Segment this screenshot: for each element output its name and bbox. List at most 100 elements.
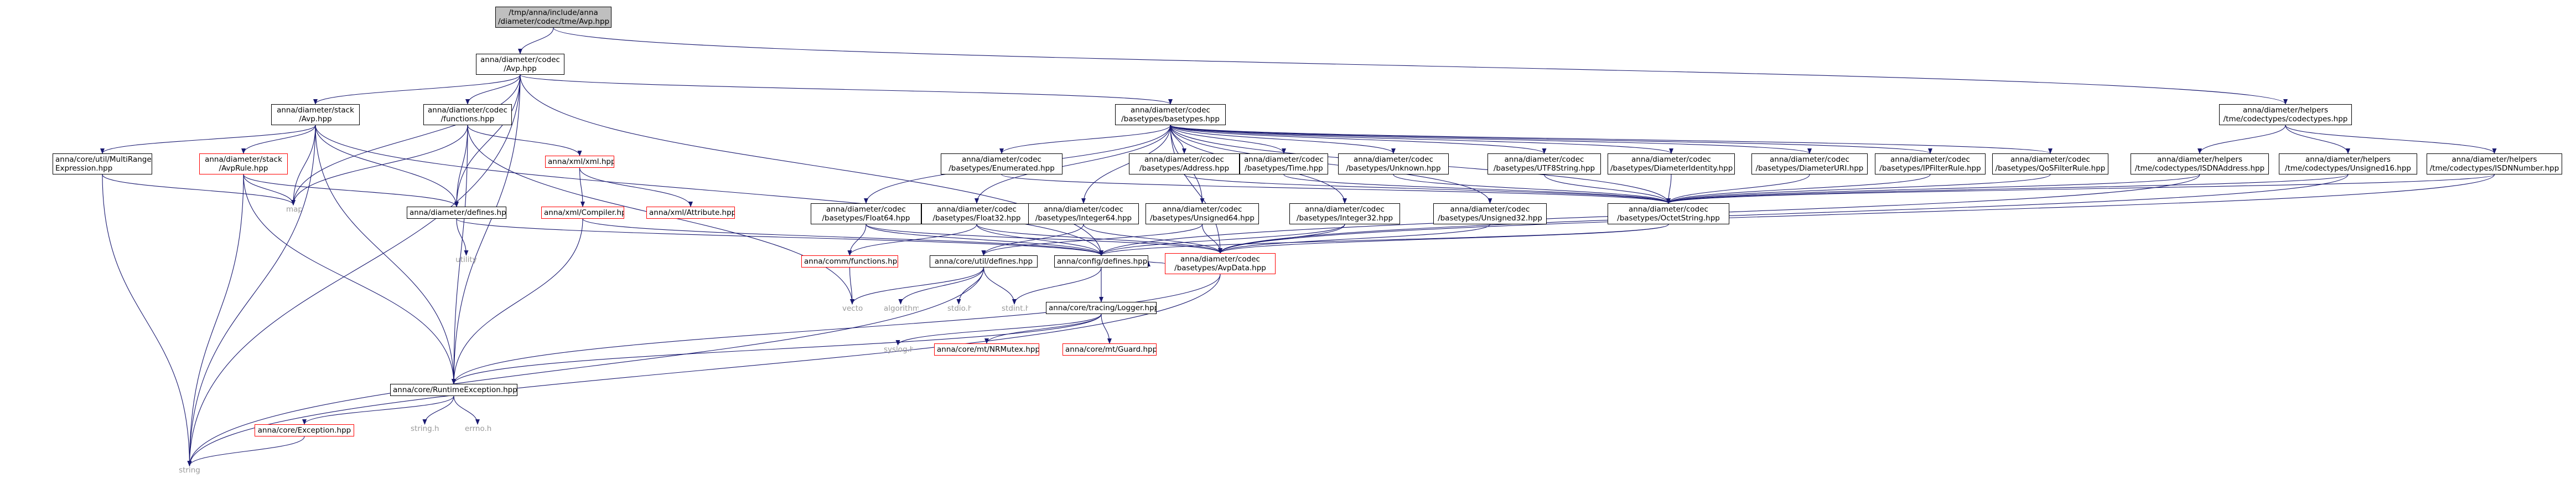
node-address[interactable]: anna/diameter/codec/basetypes/Address.hp…	[1129, 153, 1240, 174]
node-nrmutex[interactable]: anna/core/mt/NRMutex.hpp	[934, 343, 1039, 356]
node-errno-h[interactable]: errno.h	[464, 424, 491, 435]
node-diameter-defines[interactable]: anna/diameter/defines.hpp	[407, 207, 506, 219]
edge-basetypes-to-float32	[975, 125, 1171, 204]
node-exception[interactable]: anna/core/Exception.hpp	[255, 424, 354, 436]
edge-root-to-codec_avp	[518, 27, 554, 54]
node-utility[interactable]: utility	[454, 255, 479, 266]
edge-defines-to-config_defines	[456, 218, 1103, 256]
edge-isdnaddress-to-octetstring	[1666, 174, 2200, 204]
node-vector[interactable]: vector	[841, 304, 863, 315]
edge-unsigned16-to-avpdata	[1218, 174, 2349, 254]
node-utf8string[interactable]: anna/diameter/codec/basetypes/UTF8String…	[1487, 153, 1601, 174]
node-string-h[interactable]: string.h	[410, 424, 440, 435]
node-integer64[interactable]: anna/diameter/codec/basetypes/Integer64.…	[1028, 203, 1139, 224]
edge-logger-to-syslog	[895, 314, 1102, 346]
node-integer32[interactable]: anna/diameter/codec/basetypes/Integer32.…	[1289, 203, 1400, 224]
node-xml-xml[interactable]: anna/xml/xml.hpp	[545, 156, 614, 168]
node-label-line: /basetypes/DiameterIdentity.hpp	[1610, 164, 1733, 173]
node-label-line: anna/config/defines.hpp	[1057, 257, 1148, 266]
edge-octetstring-to-config_defines	[1099, 224, 1669, 256]
node-ipfilterrule[interactable]: anna/diameter/codec/basetypes/IPFilterRu…	[1875, 153, 1986, 174]
node-label-line: /basetypes/IPFilterRule.hpp	[1879, 164, 1981, 173]
edge-helpers_codectypes-to-unsigned16	[2285, 125, 2350, 154]
node-comm-functions[interactable]: anna/comm/functions.hpp	[801, 255, 898, 268]
node-basetypes[interactable]: anna/diameter/codec/basetypes/basetypes.…	[1115, 104, 1226, 125]
node-diameteridentity[interactable]: anna/diameter/codec/basetypes/DiameterId…	[1608, 153, 1735, 174]
edge-isdnnumber-to-octetstring	[1666, 174, 2495, 204]
node-label-line: string	[179, 466, 200, 475]
edge-layer	[100, 27, 2497, 466]
node-algorithm[interactable]: algorithm	[883, 304, 919, 315]
node-label-line: anna/core/Exception.hpp	[257, 426, 351, 435]
node-isdnnumber[interactable]: anna/diameter/helpers/tme/codectypes/ISD…	[2427, 153, 2562, 174]
edge-basetypes-to-unknown	[1170, 125, 1396, 154]
node-time[interactable]: anna/diameter/codec/basetypes/Time.hpp	[1240, 153, 1328, 174]
edge-stack_avprule-to-defines	[243, 174, 459, 207]
edge-codec_avp-to-stack_avp	[313, 74, 521, 105]
node-label-line: /basetypes/Unsigned64.hpp	[1150, 214, 1255, 223]
node-label-line: /functions.hpp	[440, 115, 495, 124]
node-float64[interactable]: anna/diameter/codec/basetypes/Float64.hp…	[811, 203, 921, 224]
edge-basetypes-to-time	[1170, 125, 1286, 154]
node-xml-compiler[interactable]: anna/xml/Compiler.hpp	[541, 207, 624, 219]
node-label-line: /Avp.hpp	[299, 115, 332, 124]
node-label-line: anna/core/mt/NRMutex.hpp	[937, 345, 1039, 354]
node-stack-avprule[interactable]: anna/diameter/stack/AvpRule.hpp	[199, 153, 288, 174]
edge-float32-to-comm_functions	[847, 224, 977, 256]
node-stdint[interactable]: stdint.h	[1001, 304, 1028, 315]
edge-basetypes-to-utf8string	[1170, 125, 1547, 154]
node-codec-functions[interactable]: anna/diameter/codec/functions.hpp	[423, 104, 512, 125]
node-qosfilterrule[interactable]: anna/diameter/codec/basetypes/QoSFilterR…	[1992, 153, 2108, 174]
node-unsigned64[interactable]: anna/diameter/codec/basetypes/Unsigned64…	[1146, 203, 1259, 224]
node-stack-avp[interactable]: anna/diameter/stack/Avp.hpp	[271, 104, 360, 125]
node-unsigned16[interactable]: anna/diameter/helpers/tme/codectypes/Uns…	[2279, 153, 2417, 174]
node-unknown[interactable]: anna/diameter/codec/basetypes/Unknown.hp…	[1338, 153, 1449, 174]
edge-codec_avp-to-defines	[454, 74, 521, 207]
node-label-line: anna/diameter/helpers	[2157, 155, 2243, 164]
edge-helpers_codectypes-to-isdnaddress	[2197, 125, 2286, 154]
node-codec-avp[interactable]: anna/diameter/codec/Avp.hpp	[476, 54, 564, 75]
edge-root-to-helpers_codectypes	[553, 27, 2288, 105]
node-label-line: anna/diameter/codec	[1144, 155, 1224, 164]
node-label-line: anna/diameter/codec	[1504, 155, 1584, 164]
edge-avpdata-to-runtimeexception	[452, 274, 1221, 384]
node-root-tme-avp[interactable]: /tmp/anna/include/anna/diameter/codec/tm…	[495, 7, 611, 28]
node-label-line: anna/xml/Attribute.hpp	[649, 208, 735, 217]
node-label-line: /basetypes/Float64.hpp	[822, 214, 910, 223]
node-xml-attribute[interactable]: anna/xml/Attribute.hpp	[646, 207, 735, 219]
edge-integer32-to-config_defines	[1099, 224, 1345, 256]
node-logger[interactable]: anna/core/tracing/Logger.hpp	[1046, 302, 1157, 314]
node-helpers-codectypes[interactable]: anna/diameter/helpers/tme/codectypes/cod…	[2219, 104, 2352, 125]
node-label-line: anna/diameter/codec	[937, 205, 1017, 214]
node-unsigned32[interactable]: anna/diameter/codec/basetypes/Unsigned32…	[1433, 203, 1547, 224]
node-label-line: anna/diameter/codec	[1631, 155, 1711, 164]
node-map[interactable]: map	[285, 205, 302, 216]
edge-float64-to-config_defines	[865, 224, 1103, 256]
edge-core_util_defines-to-stdint	[983, 267, 1017, 305]
node-runtimeexception[interactable]: anna/core/RuntimeException.hpp	[390, 384, 517, 396]
node-enumerated[interactable]: anna/diameter/codec/basetypes/Enumerated…	[941, 153, 1062, 174]
node-label-line: anna/diameter/defines.hpp	[410, 208, 506, 217]
edge-exception-to-string	[187, 436, 305, 466]
node-label-line: anna/diameter/codec	[1162, 205, 1242, 214]
edge-config_defines-to-stdint	[1012, 267, 1102, 305]
edge-stack_avp-to-stack_avprule	[241, 125, 316, 154]
node-label-line: anna/diameter/codec	[1629, 205, 1708, 214]
node-stdio[interactable]: stdio.h	[946, 304, 971, 315]
node-core-util-defines[interactable]: anna/core/util/defines.hpp	[930, 255, 1038, 268]
node-diameteruri[interactable]: anna/diameter/codec/basetypes/DiameterUR…	[1751, 153, 1868, 174]
node-label-line: anna/diameter/codec	[1450, 205, 1530, 214]
node-isdnaddress[interactable]: anna/diameter/helpers/tme/codectypes/ISD…	[2131, 153, 2269, 174]
node-guard[interactable]: anna/core/mt/Guard.hpp	[1062, 343, 1157, 356]
node-octetstring[interactable]: anna/diameter/codec/basetypes/OctetStrin…	[1608, 203, 1729, 224]
node-syslog[interactable]: syslog.h	[883, 345, 913, 356]
edge-codec_avp-to-string	[187, 74, 521, 466]
node-avpdata[interactable]: anna/diameter/codec/basetypes/AvpData.hp…	[1165, 253, 1276, 274]
node-config-defines[interactable]: anna/config/defines.hpp	[1054, 255, 1148, 268]
node-float32[interactable]: anna/diameter/codec/basetypes/Float32.hp…	[921, 203, 1032, 224]
edge-xml_xml-to-xml_attribute	[579, 167, 693, 207]
node-string[interactable]: string	[177, 466, 202, 477]
node-label-line: anna/diameter/codec	[1131, 106, 1210, 115]
node-label-line: /basetypes/Integer32.hpp	[1296, 214, 1393, 223]
